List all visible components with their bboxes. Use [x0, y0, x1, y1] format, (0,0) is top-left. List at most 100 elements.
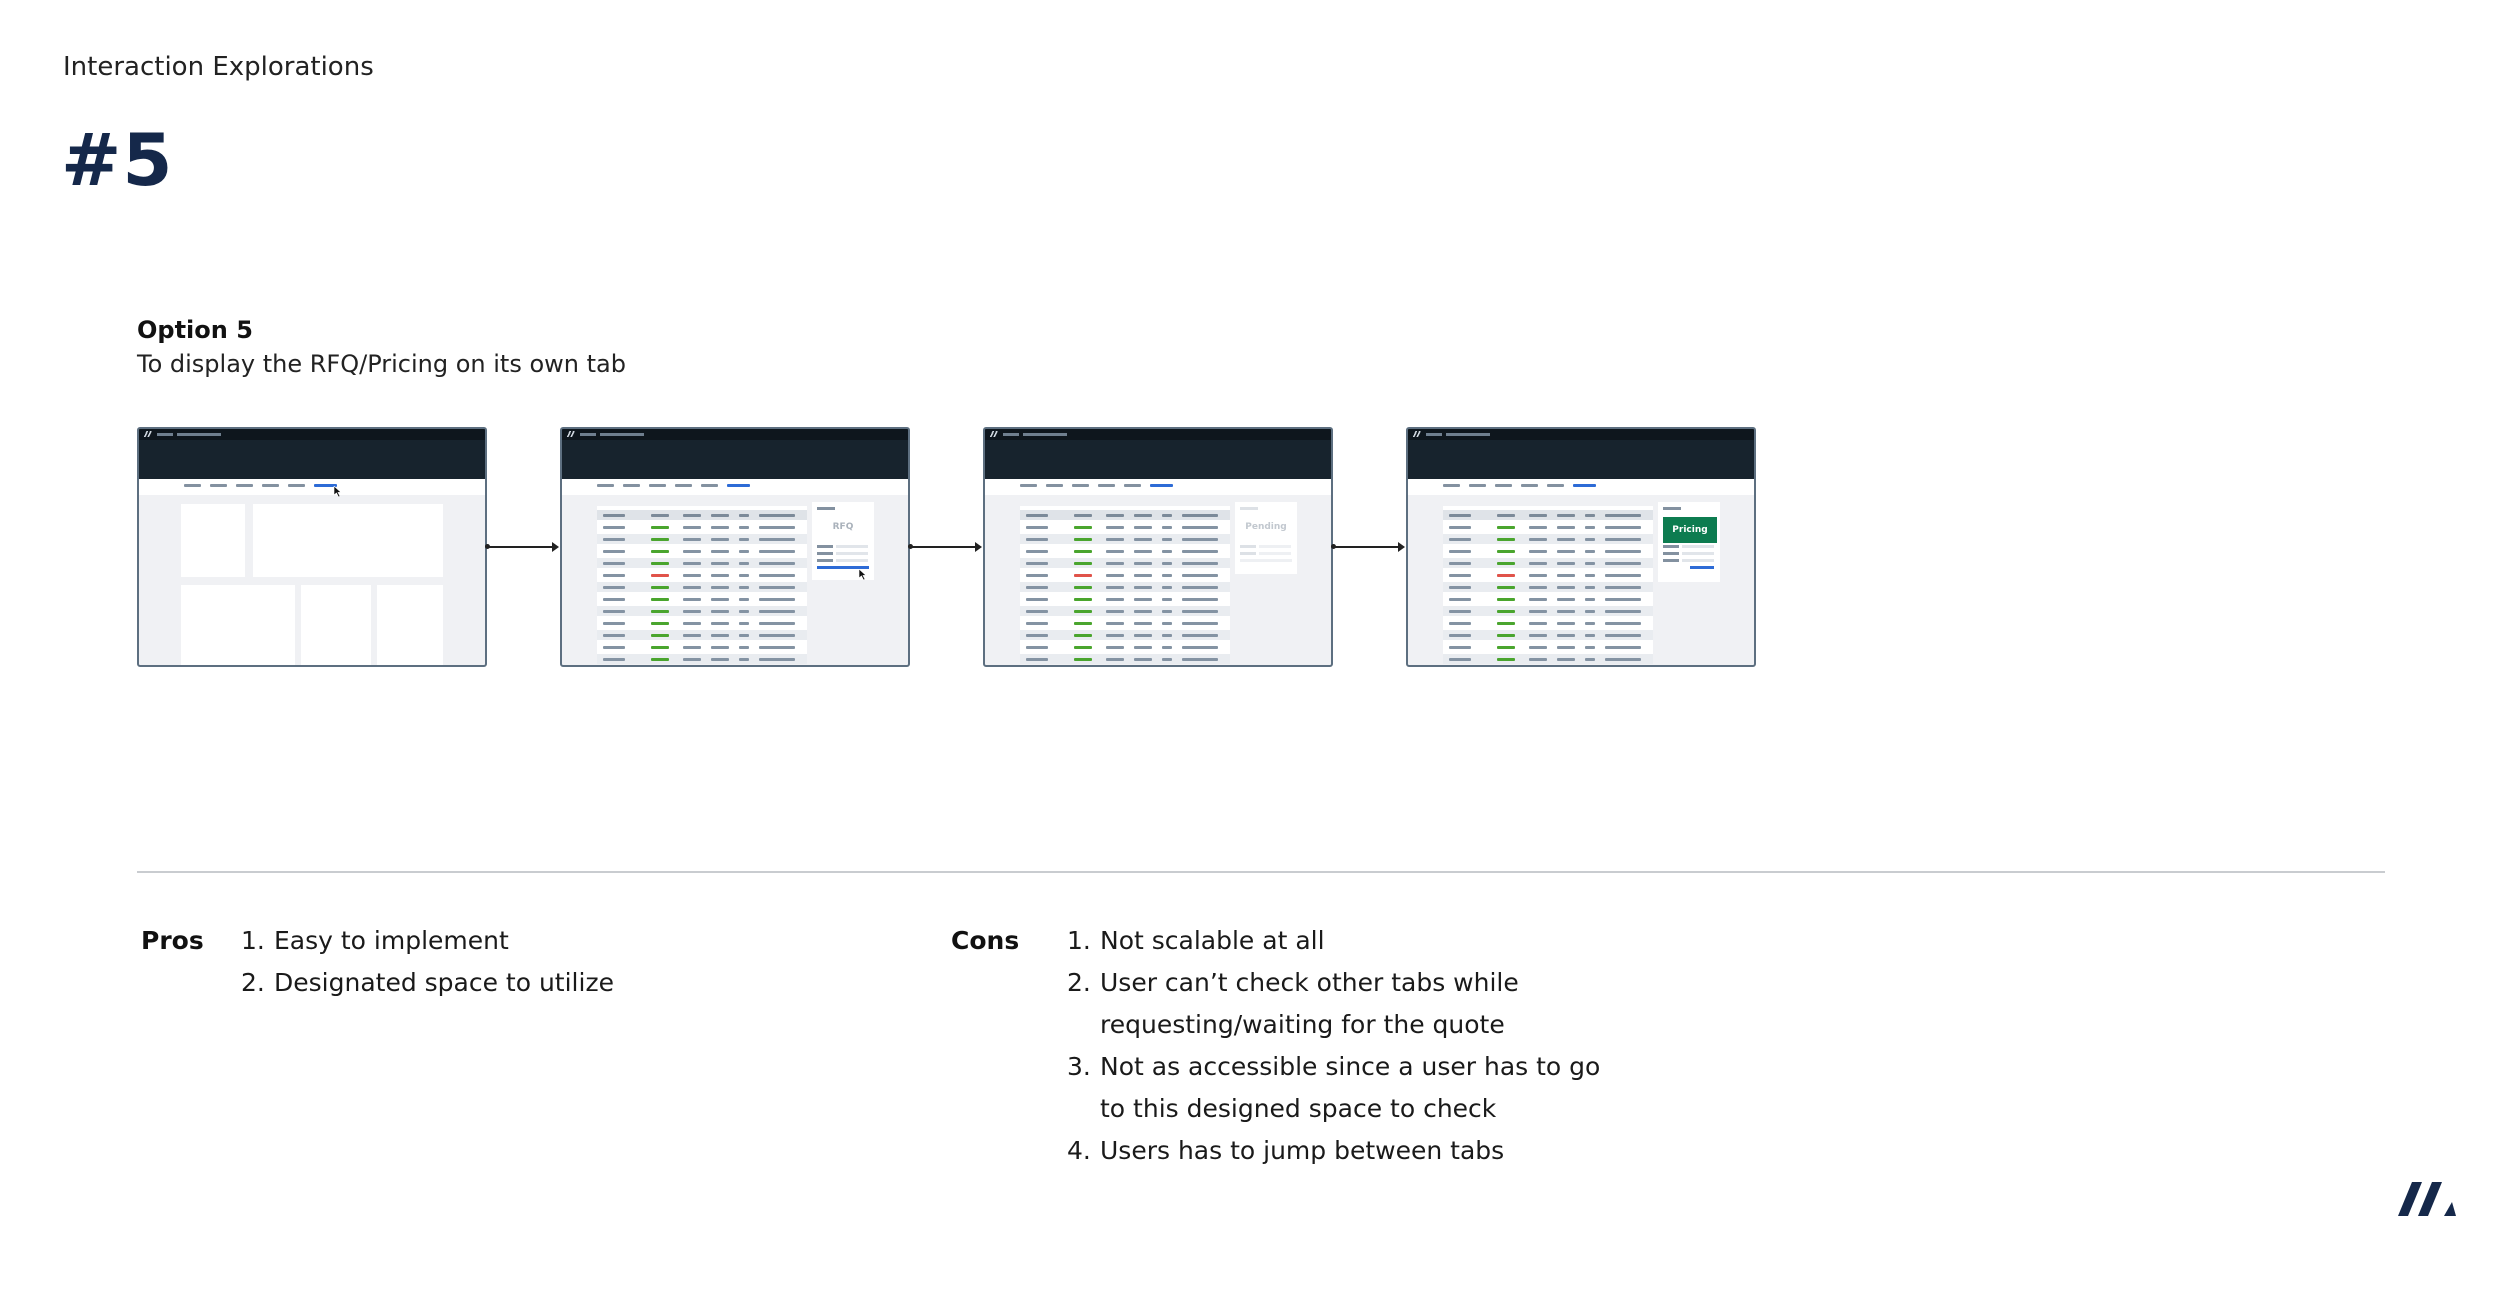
table-row: [1443, 630, 1653, 640]
table-cell: [651, 634, 669, 637]
table-row: [1020, 606, 1230, 616]
table-row: [1443, 594, 1653, 604]
table-cell: [1026, 562, 1048, 565]
table-row: [1020, 558, 1230, 568]
wireframe-tab: [1443, 484, 1460, 487]
table-cell: [1449, 538, 1471, 541]
table-cell: [651, 514, 669, 517]
table-row: [597, 558, 807, 568]
panel-line: [1259, 552, 1291, 555]
table-cell: [739, 610, 749, 613]
table-cell: [1449, 586, 1471, 589]
pricing-button[interactable]: Pricing: [1663, 517, 1717, 543]
pros-item: 2.Designated space to utilize: [241, 962, 761, 1004]
table-cell: [603, 622, 625, 625]
table-row: [1443, 642, 1653, 652]
table-cell: [739, 526, 749, 529]
table-cell: [1585, 586, 1595, 589]
table-cell: [1529, 658, 1547, 661]
table-cell: [683, 526, 701, 529]
wireframe-topbar-chip: [1003, 433, 1019, 436]
table-cell: [1585, 574, 1595, 577]
table-cell: [683, 646, 701, 649]
table-cell: [1585, 658, 1595, 661]
table-cell: [1449, 562, 1471, 565]
table-cell: [1162, 598, 1172, 601]
table-cell: [1106, 538, 1124, 541]
table-cell: [651, 610, 669, 613]
wireframe-tab: [623, 484, 640, 487]
table-cell: [1162, 586, 1172, 589]
wireframe-topbar-chip: [177, 433, 221, 436]
table-cell: [1134, 634, 1152, 637]
table-row: [1443, 618, 1653, 628]
table-cell: [1585, 622, 1595, 625]
table-cell: [1585, 634, 1595, 637]
table-row: [1020, 522, 1230, 532]
table-cell: [1074, 574, 1092, 577]
table-cell: [683, 598, 701, 601]
wireframe-tabbar: [562, 479, 908, 495]
table-cell: [683, 622, 701, 625]
double-slash-logo-icon: [2398, 1182, 2456, 1216]
table-cell: [603, 526, 625, 529]
table-cell: [1134, 526, 1152, 529]
table-cell: [1605, 574, 1641, 577]
table-cell: [1026, 586, 1048, 589]
table-cell: [739, 514, 749, 517]
table-cell: [1449, 610, 1471, 613]
table-cell: [1557, 550, 1575, 553]
table-cell: [1134, 586, 1152, 589]
table-cell: [711, 634, 729, 637]
table-cell: [1074, 526, 1092, 529]
table-cell: [683, 562, 701, 565]
table-cell: [1182, 646, 1218, 649]
table-cell: [739, 538, 749, 541]
table-cell: [1026, 550, 1048, 553]
table-row: [1443, 606, 1653, 616]
table-cell: [711, 514, 729, 517]
table-row: [1020, 594, 1230, 604]
table-cell: [1557, 610, 1575, 613]
section-divider: [137, 871, 2385, 873]
table-cell: [683, 634, 701, 637]
table-cell: [1529, 526, 1547, 529]
table-cell: [711, 610, 729, 613]
table-cell: [1106, 622, 1124, 625]
wireframe-step-1: [137, 427, 487, 667]
table-cell: [1529, 622, 1547, 625]
table-row: [597, 630, 807, 640]
wireframe-tab-active: [727, 484, 750, 487]
table-cell: [1074, 562, 1092, 565]
mouse-pointer-icon: [333, 486, 342, 498]
table-cell: [1585, 562, 1595, 565]
page-number-title: #5: [61, 118, 174, 202]
pending-panel: Pending: [1235, 502, 1297, 574]
table-cell: [1449, 574, 1471, 577]
panel-line: [836, 559, 868, 562]
wireframe-logo-icon: [1412, 431, 1421, 437]
table-row: [597, 642, 807, 652]
list-number: 1.: [241, 926, 265, 955]
wireframe-table-header: [1443, 510, 1653, 520]
table-cell: [1026, 634, 1048, 637]
table-row: [1443, 570, 1653, 580]
table-row: [597, 606, 807, 616]
table-cell: [603, 538, 625, 541]
table-cell: [651, 574, 669, 577]
table-cell: [603, 562, 625, 565]
pros-label: Pros: [141, 926, 204, 955]
table-cell: [1529, 598, 1547, 601]
table-cell: [1497, 562, 1515, 565]
table-cell: [1529, 538, 1547, 541]
table-cell: [1497, 622, 1515, 625]
table-cell: [1162, 526, 1172, 529]
table-cell: [1106, 574, 1124, 577]
cons-list: 1.Not scalable at all 2.User can’t check…: [1067, 920, 1612, 1172]
pricing-action-bar: [1690, 566, 1714, 569]
table-cell: [1182, 514, 1218, 517]
table-cell: [1026, 646, 1048, 649]
wireframe-topbar-chip: [600, 433, 644, 436]
table-cell: [1605, 526, 1641, 529]
table-cell: [1585, 610, 1595, 613]
